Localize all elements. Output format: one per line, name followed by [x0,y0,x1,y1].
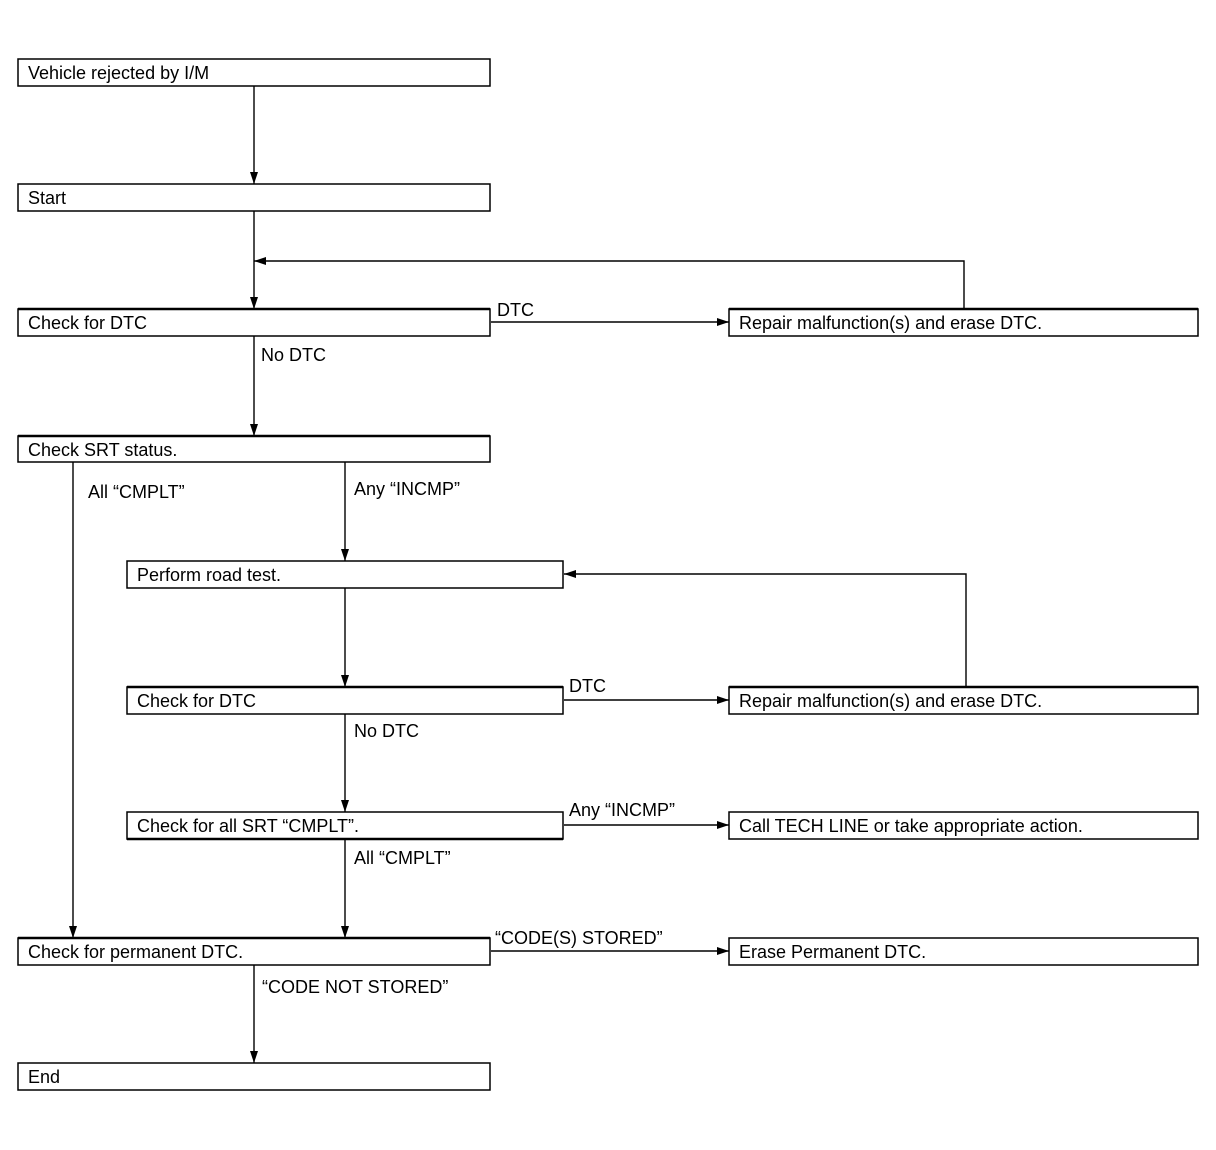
box-check-dtc-1: Check for DTC [17,307,491,337]
box-check-srt: Check SRT status. [17,434,491,463]
box-check-all-srt: Check for all SRT “CMPLT”. [126,811,564,841]
arrowhead-right-call-tech [717,821,729,829]
box-call-tech: Call TECH LINE or take appropriate actio… [728,811,1199,840]
edge-label-code-not-stored: “CODE NOT STORED” [262,977,448,997]
edge-label-all-cmplt-2: All “CMPLT” [354,848,451,868]
arrowhead-left-loop-1 [254,257,266,265]
edge-label-no-dtc-1: No DTC [261,345,326,365]
arrowhead-down-check-srt [250,424,258,436]
box-erase-permanent-label: Erase Permanent DTC. [739,942,926,962]
arrowhead-right-repair-1 [717,318,729,326]
box-erase-permanent: Erase Permanent DTC. [728,937,1199,966]
box-start: Start [17,183,491,212]
edge-label-any-incmp-1: Any “INCMP” [354,479,460,499]
box-start-label: Start [28,188,66,208]
box-rejected-label: Vehicle rejected by I/M [28,63,209,83]
edge-label-any-incmp-2: Any “INCMP” [569,800,675,820]
arrowhead-down-start [250,172,258,184]
arrowhead-down-check-dtc-2 [341,675,349,687]
edge-label-dtc-1: DTC [497,300,534,320]
box-road-test: Perform road test. [126,560,564,589]
arrowhead-right-repair-2 [717,696,729,704]
edge-label-dtc-2: DTC [569,676,606,696]
box-check-dtc-1-label: Check for DTC [28,313,147,333]
box-repair-2: Repair malfunction(s) and erase DTC. [728,685,1199,715]
box-check-permanent: Check for permanent DTC. [17,936,491,966]
box-repair-1-label: Repair malfunction(s) and erase DTC. [739,313,1042,333]
connector-repair-1-loop-back [254,260,965,309]
box-road-test-label: Perform road test. [137,565,281,585]
edge-label-codes-stored: “CODE(S) STORED” [495,928,663,948]
arrowhead-down-end [250,1051,258,1063]
box-check-srt-label: Check SRT status. [28,440,177,460]
arrowhead-down-permanent-center [341,926,349,938]
box-end: End [17,1062,491,1091]
arrowhead-down-permanent-left [69,926,77,938]
arrowheads [69,172,729,1063]
edge-labels: DTC No DTC All “CMPLT” Any “INCMP” DTC N… [88,300,675,997]
box-check-all-srt-label: Check for all SRT “CMPLT”. [137,816,359,836]
arrowhead-down-check-all-srt [341,800,349,812]
connectors [72,86,967,1063]
box-check-permanent-label: Check for permanent DTC. [28,942,243,962]
box-repair-1: Repair malfunction(s) and erase DTC. [728,307,1199,337]
box-call-tech-label: Call TECH LINE or take appropriate actio… [739,816,1083,836]
arrowhead-down-check-dtc-1 [250,297,258,309]
box-check-dtc-2-label: Check for DTC [137,691,256,711]
edge-label-all-cmplt-1: All “CMPLT” [88,482,185,502]
edge-label-no-dtc-2: No DTC [354,721,419,741]
arrowhead-left-loop-2 [564,570,576,578]
arrowhead-down-road-test [341,549,349,561]
box-rejected: Vehicle rejected by I/M [17,58,491,87]
connector-repair-2-loop-back [564,573,967,687]
box-end-label: End [28,1067,60,1087]
box-check-dtc-2: Check for DTC [126,685,564,715]
arrowhead-right-erase [717,947,729,955]
box-repair-2-label: Repair malfunction(s) and erase DTC. [739,691,1042,711]
